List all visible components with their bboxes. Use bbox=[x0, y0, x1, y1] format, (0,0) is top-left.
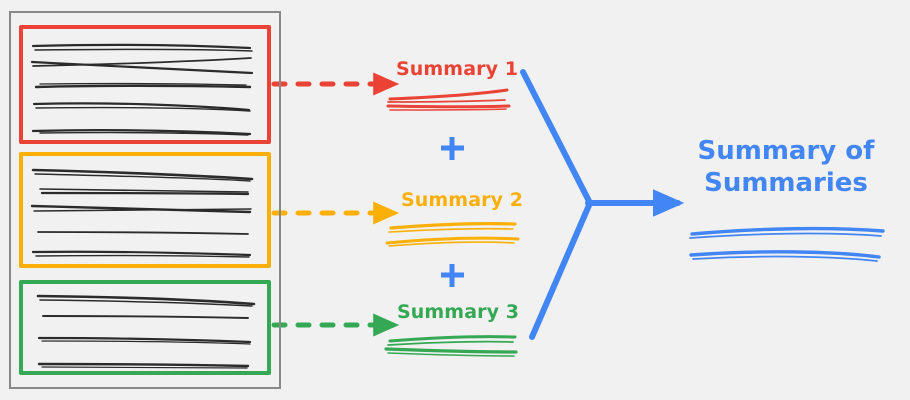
document-text-green bbox=[36, 294, 256, 369]
summary-2-label: Summary 2 bbox=[401, 189, 524, 211]
summary-scribble-green bbox=[384, 335, 518, 357]
document-text-yellow bbox=[30, 168, 254, 258]
plus-operator-1 bbox=[441, 137, 464, 160]
merge-connector bbox=[520, 69, 593, 340]
summary-scribble-red bbox=[386, 88, 511, 111]
document-text-red bbox=[30, 43, 254, 136]
plus-operator-2 bbox=[441, 264, 464, 287]
final-scribble bbox=[689, 226, 885, 262]
final-summary-line-1: Summary of bbox=[697, 136, 875, 166]
document-section-green[interactable] bbox=[19, 280, 271, 375]
summary-scribble-yellow bbox=[385, 222, 520, 247]
final-summary-line-2: Summaries bbox=[704, 167, 868, 198]
source-document-container bbox=[9, 11, 281, 389]
final-summary-title: Summary of Summaries bbox=[686, 136, 886, 200]
document-section-red[interactable] bbox=[19, 25, 271, 144]
summary-3-label: Summary 3 bbox=[397, 301, 520, 323]
document-section-yellow[interactable] bbox=[19, 152, 271, 268]
summary-1-label: Summary 1 bbox=[396, 58, 519, 80]
